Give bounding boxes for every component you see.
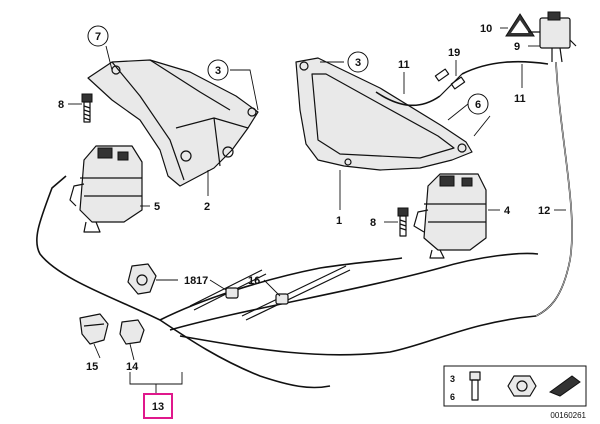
label-10: 10 [480, 23, 492, 35]
bolt-left [81, 93, 93, 123]
label-8-right: 8 [370, 217, 376, 229]
legend-row-6: 6 [450, 392, 455, 402]
label-5: 5 [154, 201, 160, 213]
legend-box [443, 365, 587, 407]
svg-text:6: 6 [475, 99, 481, 111]
engine-bracket-upper [87, 59, 259, 187]
vacuum-reservoir [528, 11, 577, 63]
clip-14 [119, 319, 145, 345]
label-11-left: 11 [398, 59, 410, 71]
label-2: 2 [204, 201, 210, 213]
label-12: 12 [538, 205, 550, 217]
reference-number: 00160261 [550, 411, 586, 420]
label-4: 4 [504, 205, 511, 217]
leader-lines [68, 27, 566, 396]
cable-tie-17 [189, 269, 267, 311]
warning-symbol-10 [505, 13, 535, 37]
vacuum-hose-12 [535, 61, 573, 317]
hose-connector-19 [434, 68, 466, 97]
clip-18 [127, 263, 157, 295]
label-15: 15 [86, 361, 98, 373]
legend-row-3: 3 [450, 374, 455, 384]
label-8-left: 8 [58, 99, 64, 111]
label-9: 9 [514, 41, 520, 53]
svg-text:3: 3 [215, 65, 221, 77]
callout-3-left: 3 [207, 59, 229, 81]
callout-6: 6 [467, 93, 489, 115]
label-19: 19 [448, 47, 460, 59]
callout-7: 7 [87, 25, 109, 47]
label-18: 18 [184, 275, 196, 287]
label-14: 14 [126, 361, 139, 373]
clip-15 [79, 313, 109, 345]
label-16: 16 [248, 275, 260, 287]
engine-carrier [295, 57, 473, 171]
vacuum-hose-11 [375, 60, 549, 107]
callout-13-highlight: 13 [143, 393, 173, 419]
cable-tie-16 [241, 265, 351, 321]
label-17: 17 [196, 275, 208, 287]
bolt-right [397, 207, 409, 237]
label-1: 1 [336, 215, 342, 227]
label-11-right: 11 [514, 93, 526, 105]
svg-text:7: 7 [95, 31, 101, 43]
engine-mount-right [413, 173, 487, 259]
svg-text:3: 3 [355, 57, 361, 69]
engine-mount-left [69, 145, 143, 233]
svg-text:13: 13 [152, 401, 164, 413]
vacuum-line-13 [36, 175, 539, 389]
callout-3-right: 3 [347, 51, 369, 73]
